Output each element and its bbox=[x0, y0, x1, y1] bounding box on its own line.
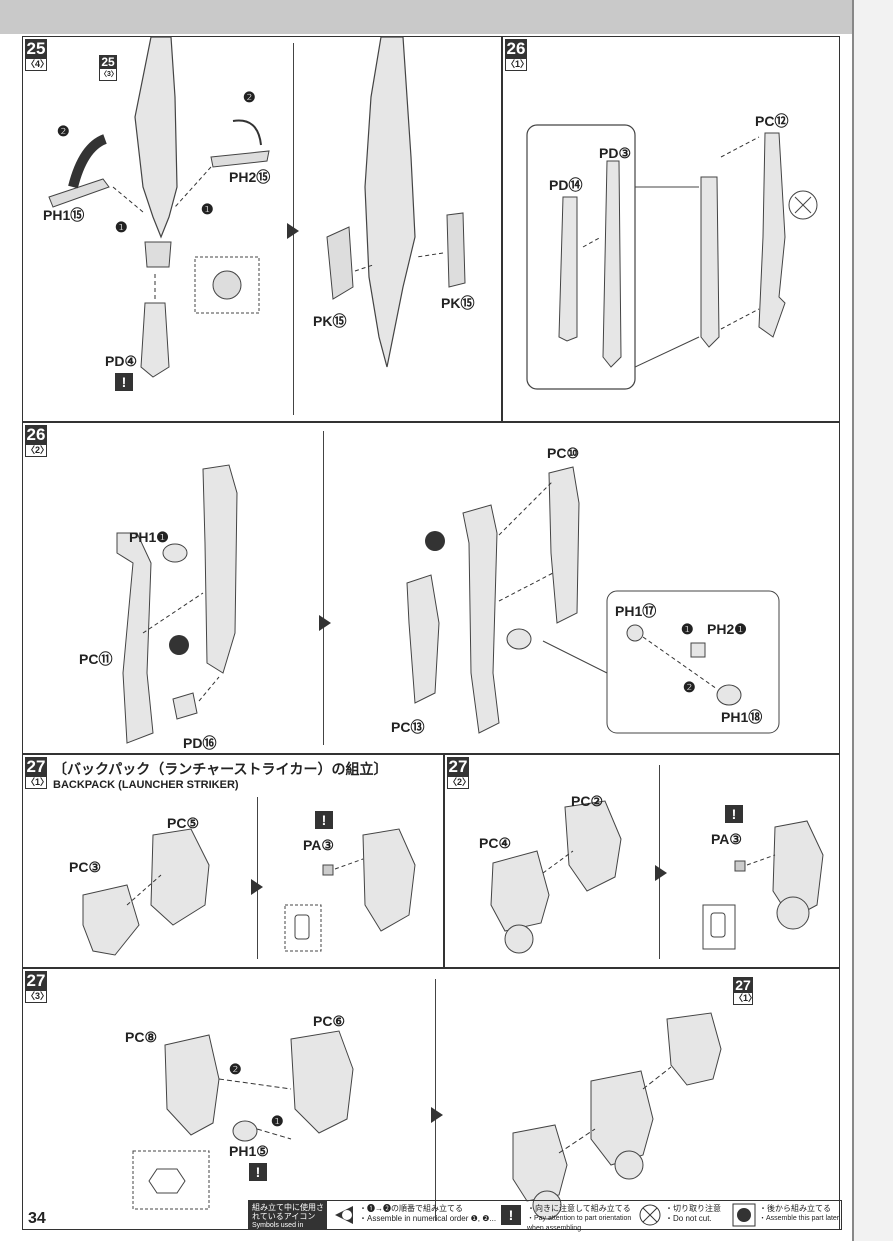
order-marker-1b: ❶ bbox=[201, 201, 214, 217]
step-substep: 〈3〉 bbox=[25, 991, 50, 1003]
panel-divider bbox=[257, 797, 258, 959]
part-label-pd3: PD③ bbox=[599, 145, 631, 161]
order-marker-1: ❶ bbox=[271, 1113, 284, 1129]
legend-item-order: ・❶→❷の順番で組み立てる ・Assemble in numerical ord… bbox=[329, 1201, 499, 1229]
next-arrow bbox=[251, 879, 263, 895]
part-label-pk-right: PK⑮ bbox=[441, 295, 475, 311]
panel-divider bbox=[659, 765, 660, 959]
panel-divider bbox=[435, 979, 436, 1221]
part-label-pc13: PC⑬ bbox=[391, 719, 425, 735]
attention-icon: ! bbox=[501, 1205, 521, 1225]
do-not-cut-icon bbox=[639, 1204, 661, 1226]
arm-part-drawing bbox=[526, 124, 818, 390]
step-badge: 27 〈1〉 bbox=[25, 757, 50, 789]
step-number: 26 bbox=[25, 425, 47, 445]
backpack-part-drawing bbox=[82, 828, 416, 956]
legend-item-attention: ! ・向きに注意して組み立てる ・Pay attention to part o… bbox=[499, 1201, 633, 1232]
leg-part-drawing-left bbox=[48, 36, 466, 378]
panel-divider bbox=[323, 431, 324, 745]
page-number: 34 bbox=[28, 1210, 46, 1227]
panel-step-27-1: 27 〈1〉 〔バックパック（ランチャーストライカー）の組立〕 BACKPACK… bbox=[22, 754, 444, 968]
part-label-pk-left: PK⑮ bbox=[313, 313, 347, 329]
instruction-page: 25 〈4〉 25 〈3〉 PH1⑮ P bbox=[22, 36, 840, 1230]
step-substep: 〈4〉 bbox=[25, 59, 50, 71]
part-label-pd: PD④ bbox=[105, 353, 137, 369]
backpack-part-drawing bbox=[490, 800, 824, 954]
part-label-pc8: PC⑧ bbox=[125, 1029, 157, 1045]
panel-step-27-2: 27 〈2〉 PC② PC④ PA③ ! bbox=[444, 754, 840, 968]
orientation-warning-icon: ! bbox=[115, 373, 133, 391]
part-label-pd16: PD⑯ bbox=[183, 735, 217, 751]
next-arrow bbox=[431, 1107, 443, 1123]
step-badge: 27 〈3〉 bbox=[25, 971, 50, 1003]
step-number: 26 bbox=[505, 39, 527, 59]
part-label-ph1-1: PH1❶ bbox=[129, 529, 169, 545]
order-marker-2: ❷ bbox=[57, 123, 70, 139]
part-label-ph1: PH1⑮ bbox=[43, 207, 85, 223]
part-label-ph1-18: PH1⑱ bbox=[721, 709, 763, 725]
panel-step-25-4: 25 〈4〉 25 〈3〉 PH1⑮ P bbox=[22, 36, 502, 422]
part-label-pc6: PC⑥ bbox=[313, 1013, 345, 1029]
part-label-pc2: PC② bbox=[571, 793, 603, 809]
part-label-pc11: PC⑪ bbox=[79, 651, 113, 667]
step-badge: 26 〈2〉 bbox=[25, 425, 50, 457]
step-number: 25 bbox=[25, 39, 47, 59]
arm-frame-drawing bbox=[116, 464, 780, 744]
order-marker-1: ❶ bbox=[115, 219, 128, 235]
reference-badge: 25 〈3〉 bbox=[99, 55, 118, 81]
part-label-pc3: PC③ bbox=[69, 859, 101, 875]
part-label-pd14: PD⑭ bbox=[549, 177, 583, 193]
reference-badge: 27 〈1〉 bbox=[733, 977, 758, 1005]
order-marker-2: ❷ bbox=[683, 679, 696, 695]
step-number: 27 bbox=[25, 971, 47, 991]
order-marker-2b: ❷ bbox=[243, 89, 256, 105]
step-substep: 〈1〉 bbox=[505, 59, 530, 71]
step-number: 27 bbox=[25, 757, 47, 777]
legend-item-assemble-later: ・後から組み立てる ・Assemble this part later. bbox=[731, 1201, 841, 1229]
legend-heading: 組み立て中に使用されているアイコン Symbols used in instru… bbox=[249, 1201, 327, 1238]
step-substep: 〈2〉 bbox=[447, 777, 472, 789]
step-substep: 〈2〉 bbox=[25, 445, 50, 457]
part-label-pc4: PC④ bbox=[479, 835, 511, 851]
part-label-pc10: PC⑩ bbox=[547, 445, 579, 461]
orientation-warning-icon: ! bbox=[249, 1163, 267, 1181]
step-badge: 25 〈4〉 bbox=[25, 39, 50, 71]
next-arrow bbox=[287, 223, 299, 239]
panel-step-26-1: 26 〈1〉 PD⑭ PD③ PC⑫ bbox=[502, 36, 840, 422]
next-arrow bbox=[655, 865, 667, 881]
part-label-pc5: PC⑤ bbox=[167, 815, 199, 831]
part-label-ph2: PH2⑮ bbox=[229, 169, 271, 185]
order-marker-1: ❶ bbox=[681, 621, 694, 637]
top-margin-bar bbox=[0, 0, 893, 34]
legend-item-do-not-cut: ・切り取り注意 ・Do not cut. bbox=[635, 1201, 731, 1229]
orientation-warning-icon: ! bbox=[315, 811, 333, 829]
section-title-jp: 〔バックパック（ランチャーストライカー）の組立〕 bbox=[53, 761, 388, 777]
step-badge: 26 〈1〉 bbox=[505, 39, 530, 71]
step-number: 27 bbox=[447, 757, 469, 777]
section-title-en: BACKPACK (LAUNCHER STRIKER) bbox=[53, 779, 239, 791]
panel-step-26-2: 26 〈2〉 PH1❶ PC⑪ P bbox=[22, 422, 840, 754]
step-badge: 27 〈2〉 bbox=[447, 757, 472, 789]
backpack-assembly-drawing bbox=[132, 1012, 722, 1220]
part-label-ph2-1: PH2❶ bbox=[707, 621, 747, 637]
numbered-order-icon bbox=[335, 1206, 353, 1224]
assemble-later-icon bbox=[732, 1203, 756, 1227]
symbols-legend: 組み立て中に使用されているアイコン Symbols used in instru… bbox=[248, 1200, 842, 1238]
next-page-edge bbox=[852, 0, 893, 1241]
next-arrow bbox=[319, 615, 331, 631]
part-label-pa3: PA③ bbox=[303, 837, 334, 853]
panel-step-27-3: 27 〈3〉 27 〈1〉 PC⑧ PC⑥ PH1⑤ ! bbox=[22, 968, 840, 1230]
part-label-ph1-17: PH1⑰ bbox=[615, 603, 657, 619]
part-label-pa3: PA③ bbox=[711, 831, 742, 847]
step-substep: 〈1〉 bbox=[25, 777, 50, 789]
part-label-ph1-5: PH1⑤ bbox=[229, 1143, 269, 1159]
part-label-pc12: PC⑫ bbox=[755, 113, 789, 129]
order-marker-2: ❷ bbox=[229, 1061, 242, 1077]
orientation-warning-icon: ! bbox=[725, 805, 743, 823]
